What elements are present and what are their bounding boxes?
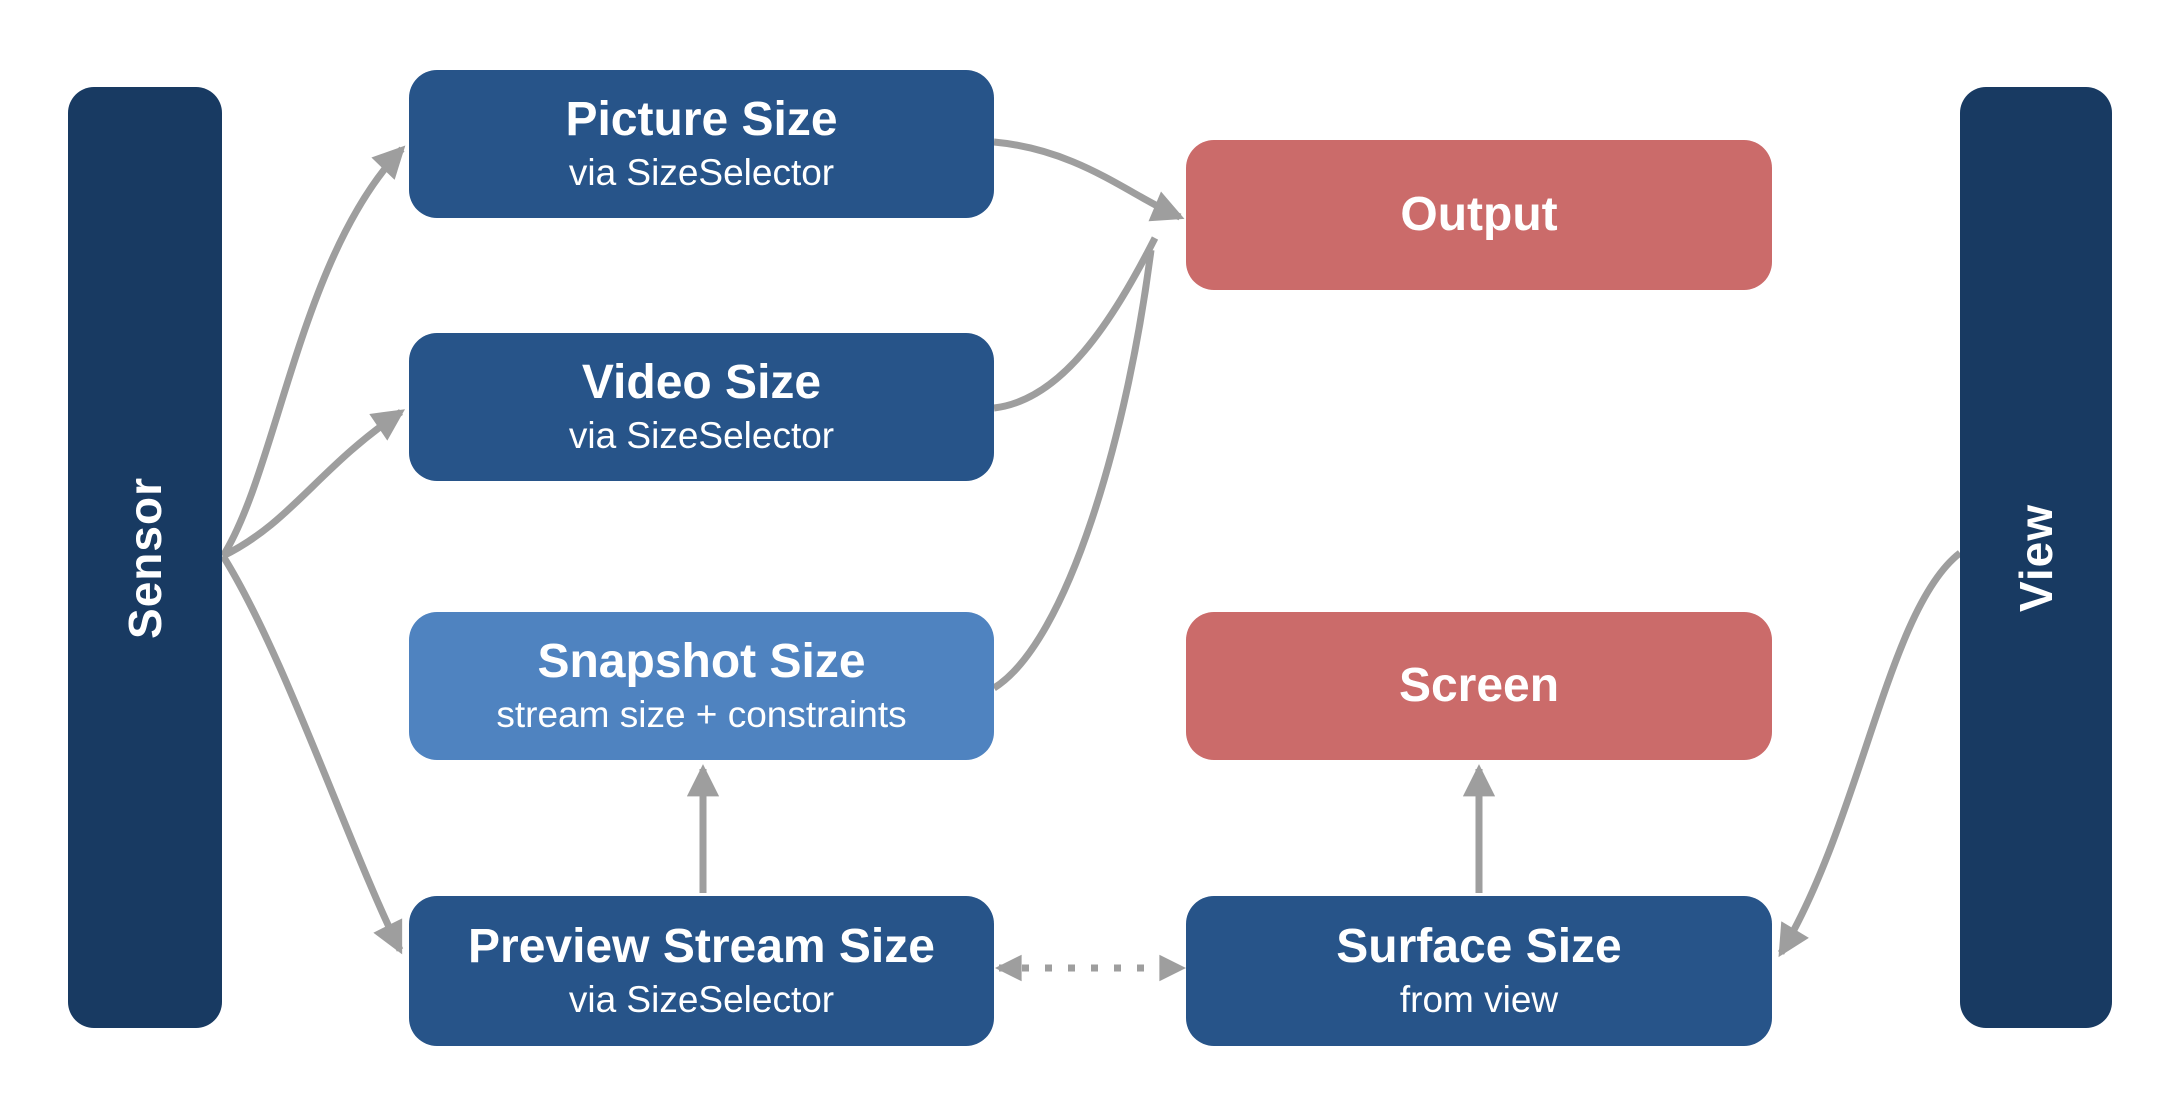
edge-sensor-to-preview-stream-size bbox=[220, 554, 404, 955]
node-video-size: Video Size via SizeSelector bbox=[409, 333, 994, 481]
node-title: Surface Size bbox=[1336, 920, 1622, 974]
node-title: Preview Stream Size bbox=[468, 920, 935, 974]
node-picture-size: Picture Size via SizeSelector bbox=[409, 70, 994, 218]
node-subtitle: via SizeSelector bbox=[568, 979, 835, 1021]
node-title: Snapshot Size bbox=[537, 635, 866, 689]
node-preview-stream-size: Preview Stream Size via SizeSelector bbox=[409, 896, 994, 1046]
edge-sensor-to-video-size bbox=[221, 409, 406, 560]
node-subtitle: via SizeSelector bbox=[568, 152, 835, 194]
node-title: Screen bbox=[1398, 659, 1560, 713]
node-subtitle: from view bbox=[1399, 979, 1559, 1021]
node-subtitle: via SizeSelector bbox=[568, 415, 835, 457]
sensor-rail: Sensor bbox=[68, 87, 222, 1028]
edge-view-to-surface-size bbox=[1777, 550, 1963, 958]
node-subtitle: stream size + constraints bbox=[496, 694, 907, 736]
node-screen: Screen bbox=[1186, 612, 1772, 760]
node-surface-size: Surface Size from view bbox=[1186, 896, 1772, 1046]
view-rail-label: View bbox=[2010, 503, 2062, 612]
edge-picture-size-to-output bbox=[993, 138, 1185, 222]
node-title: Output bbox=[1400, 188, 1558, 242]
node-title: Video Size bbox=[581, 356, 822, 410]
node-title: Picture Size bbox=[565, 93, 838, 147]
edge-sensor-to-picture-size bbox=[220, 145, 406, 558]
node-output: Output bbox=[1186, 140, 1772, 290]
edge-snapshot-size-to-output bbox=[992, 249, 1155, 691]
edge-video-size-to-output bbox=[993, 236, 1159, 412]
node-snapshot-size: Snapshot Size stream size + constraints bbox=[409, 612, 994, 760]
view-rail: View bbox=[1960, 87, 2112, 1028]
sensor-rail-label: Sensor bbox=[119, 476, 172, 639]
